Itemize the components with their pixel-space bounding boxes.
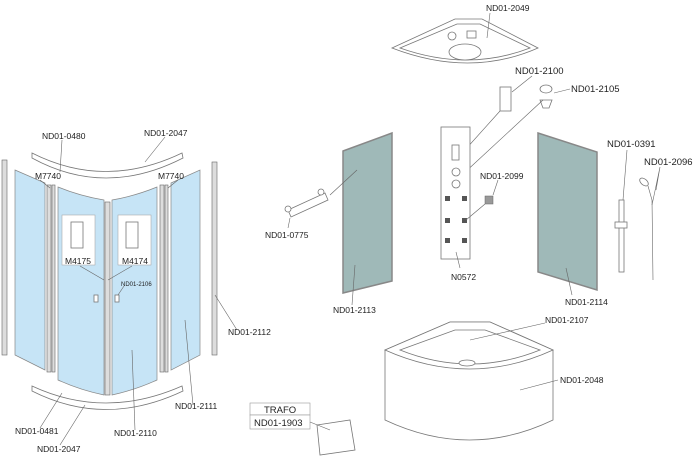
label-handle: ND01-2106 (121, 282, 152, 288)
label-column: N0572 (451, 272, 476, 282)
label-seal-left: M7740 (35, 171, 61, 181)
door-handles (93, 285, 125, 303)
shower-column-part (440, 126, 499, 269)
label-bottom-roller: ND01-0481 (15, 426, 59, 436)
label-overhead-shower: ND01-2105 (571, 84, 620, 95)
label-right-back-glass: ND01-2114 (565, 297, 608, 307)
label-top-roller: ND01-0480 (42, 131, 86, 141)
overhead-shower-part (461, 84, 571, 176)
label-top-rail: ND01-2047 (144, 128, 188, 138)
label-hand-shower: ND01-2096 (644, 157, 693, 168)
left-back-glass-part (329, 131, 393, 306)
enclosure-part (1, 136, 238, 446)
magnet-box-right (117, 214, 152, 266)
label-door-glass: ND01-2110 (114, 428, 157, 438)
tray-part (384, 321, 559, 441)
label-ceiling: ND01-2049 (486, 3, 530, 13)
label-bottom-rail: ND01-2047 (37, 444, 81, 454)
label-control-panel: ND01-2100 (515, 66, 564, 77)
ceiling-part (390, 12, 539, 64)
trafo-part (309, 419, 356, 456)
label-apron: ND01-2048 (560, 375, 604, 385)
label-jet: ND01-2099 (480, 171, 524, 181)
right-back-glass-part (537, 131, 598, 296)
label-magnet-right: M4174 (122, 256, 148, 266)
label-shelf: ND01-0775 (265, 230, 309, 240)
label-trafo-title: TRAFO (264, 405, 296, 416)
label-slide-bar: ND01-0391 (607, 139, 656, 150)
label-seal-right: M7740 (158, 171, 184, 181)
label-left-back-glass: ND01-2113 (333, 305, 376, 315)
label-wall-profile: ND01-2112 (228, 327, 271, 337)
magnet-box-left (61, 214, 96, 266)
slide-bar-part (614, 149, 628, 273)
trafo-label-box (249, 402, 311, 430)
label-tray: ND01-2107 (545, 315, 589, 325)
label-magnet-left: M4175 (65, 256, 91, 266)
label-side-glass: ND01-2111 (175, 401, 217, 411)
shelf-part (284, 188, 329, 229)
label-trafo-code: ND01-1903 (254, 418, 303, 429)
hand-shower-part (639, 166, 661, 281)
